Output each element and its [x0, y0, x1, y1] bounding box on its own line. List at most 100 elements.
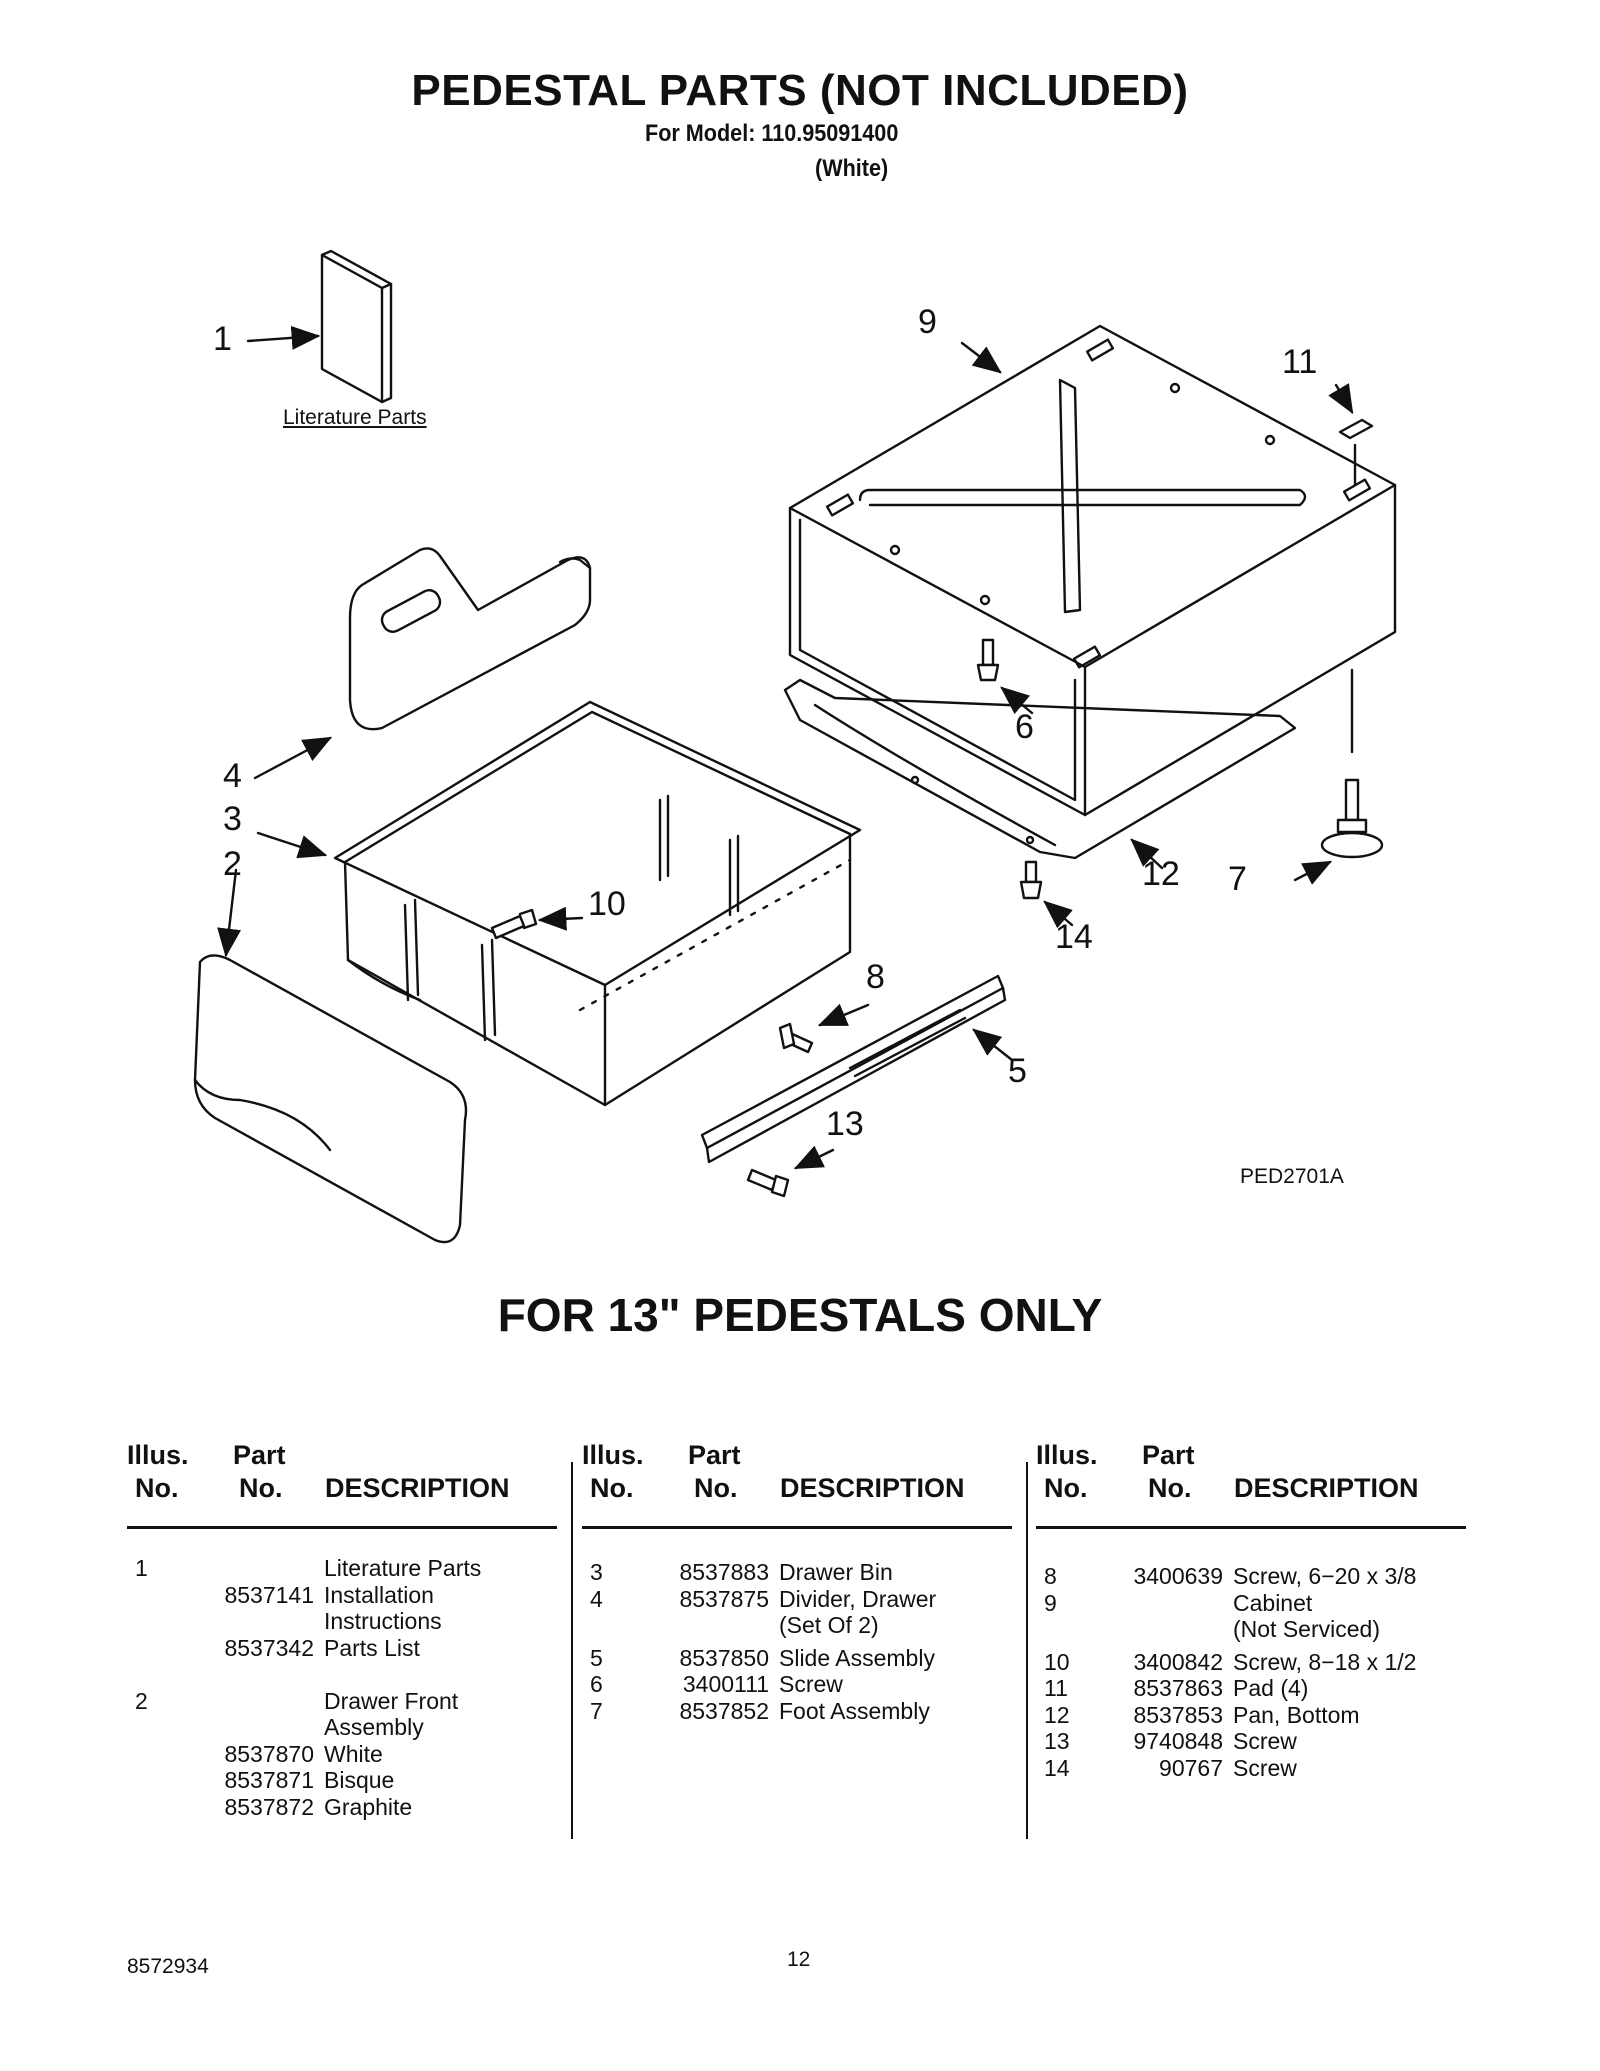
description-header: DESCRIPTION: [780, 1473, 965, 1503]
model-color: (White): [815, 155, 889, 182]
pad-illustration: [1328, 383, 1374, 487]
part-description: Pad (4): [1233, 1675, 1309, 1701]
illus-number: 9: [1044, 1589, 1057, 1616]
cabinet-illustration: [788, 324, 1397, 817]
illus-number: 7: [590, 1697, 603, 1724]
part-number: 8537850: [679, 1644, 769, 1671]
callout-10: 10: [588, 885, 626, 923]
description-header: DESCRIPTION: [325, 1473, 510, 1503]
drawer-divider-illustration: [253, 547, 592, 780]
part-number: 3400111: [682, 1671, 769, 1697]
part-description: Slide Assembly: [779, 1644, 935, 1671]
illus-number: 2: [135, 1687, 148, 1714]
screw-10-illustration: [490, 906, 584, 940]
part-description: Screw: [779, 1671, 843, 1697]
part-description: Parts List: [324, 1634, 420, 1661]
part-no-header: No.: [1148, 1473, 1192, 1503]
illus-number: 6: [590, 1671, 603, 1697]
illus-header: Illus.: [582, 1440, 644, 1470]
pedestal-note: FOR 13" PEDESTALS ONLY: [497, 1289, 1103, 1341]
screw-6-illustration: [976, 638, 1034, 715]
part-number: 8537852: [679, 1697, 769, 1724]
screw-14-illustration: [1019, 860, 1074, 929]
part-number: 3400639: [1133, 1563, 1223, 1589]
column-header: Illus. No. Part No. DESCRIPTION: [1036, 1440, 1466, 1529]
callout-4: 4: [223, 757, 242, 795]
part-description: Divider, Drawer: [779, 1585, 937, 1612]
part-description: Cabinet: [1233, 1589, 1313, 1616]
literature-parts-label: Literature Parts: [283, 406, 427, 429]
illus-number: 4: [590, 1585, 603, 1612]
table-row: 13 9740848 Screw: [1036, 1728, 1476, 1755]
illus-no-header: No.: [590, 1473, 634, 1503]
illus-header: Illus.: [127, 1440, 189, 1470]
table-row: (Not Serviced): [1036, 1616, 1476, 1643]
part-description: (Not Serviced): [1233, 1616, 1380, 1642]
part-description: Literature Parts: [324, 1555, 482, 1581]
table-row: 2 Drawer Front: [127, 1688, 567, 1715]
drawer-front-illustration: [193, 868, 468, 1244]
part-description: Bisque: [324, 1767, 395, 1793]
part-number: 9740848: [1133, 1728, 1223, 1754]
slide-assembly-illustration: [700, 974, 1014, 1164]
part-description: Drawer Front: [324, 1687, 459, 1714]
table-row: 5 8537850 Slide Assembly: [582, 1645, 1022, 1672]
part-description: Screw, 6−20 x 3/8: [1233, 1563, 1417, 1589]
table-row: 1 Literature Parts: [127, 1555, 567, 1582]
exploded-parts-diagram: [193, 249, 1397, 1244]
drawer-bin-illustration: [256, 700, 862, 1107]
part-number: 8537875: [679, 1585, 769, 1612]
table-row: (Set Of 2): [582, 1612, 1022, 1639]
illus-number: 5: [590, 1644, 603, 1671]
parts-column-1: Illus. No. Part No. DESCRIPTION 1 Literat…: [127, 1440, 557, 1820]
part-description: Foot Assembly: [779, 1697, 930, 1724]
illus-number: 1: [135, 1555, 148, 1581]
column-divider: [571, 1462, 573, 1839]
illus-number: 13: [1044, 1728, 1070, 1754]
callout-13: 13: [826, 1105, 864, 1143]
screw-13-illustration: [746, 1145, 835, 1198]
illus-no-header: No.: [135, 1473, 179, 1503]
foot-assembly-illustration: [1293, 668, 1384, 885]
part-description: Screw: [1233, 1728, 1297, 1754]
literature-booklet-illustration: [246, 249, 393, 404]
part-number: 90767: [1159, 1754, 1223, 1781]
illus-number: 14: [1044, 1754, 1070, 1781]
part-description: Pan, Bottom: [1233, 1701, 1360, 1728]
callout-14: 14: [1055, 918, 1093, 956]
column-header: Illus. No. Part No. DESCRIPTION: [127, 1440, 557, 1529]
part-number: 8537870: [224, 1740, 314, 1767]
part-description: Installation: [324, 1581, 434, 1608]
table-row: 7 8537852 Foot Assembly: [582, 1698, 1022, 1725]
part-number: 8537853: [1133, 1701, 1223, 1728]
model-number: For Model: 110.95091400: [645, 120, 899, 147]
callout-5: 5: [1008, 1052, 1027, 1090]
illus-header: Illus.: [1036, 1440, 1098, 1470]
table-row: 8537871 Bisque: [127, 1767, 567, 1794]
part-header: Part: [233, 1440, 286, 1470]
part-header: Part: [688, 1440, 741, 1470]
document-number: 8572934: [127, 1955, 209, 1978]
screw-8-illustration: [778, 1003, 870, 1054]
part-description: Drawer Bin: [779, 1559, 893, 1585]
callout-11: 11: [1282, 343, 1318, 381]
callout-7: 7: [1228, 860, 1247, 898]
part-description: Graphite: [324, 1793, 413, 1820]
part-number: 8537871: [224, 1767, 314, 1793]
callout-2: 2: [223, 845, 242, 883]
table-row: 4 8537875 Divider, Drawer: [582, 1586, 1022, 1613]
callout-12: 12: [1142, 855, 1180, 893]
part-description: Screw, 8−18 x 1/2: [1233, 1648, 1417, 1675]
column-header: Illus. No. Part No. DESCRIPTION: [582, 1440, 1012, 1529]
callout-9: 9: [918, 303, 937, 341]
page-title: PEDESTAL PARTS (NOT INCLUDED): [411, 66, 1189, 115]
part-number: 8537883: [679, 1559, 769, 1585]
table-row: [127, 1661, 567, 1688]
